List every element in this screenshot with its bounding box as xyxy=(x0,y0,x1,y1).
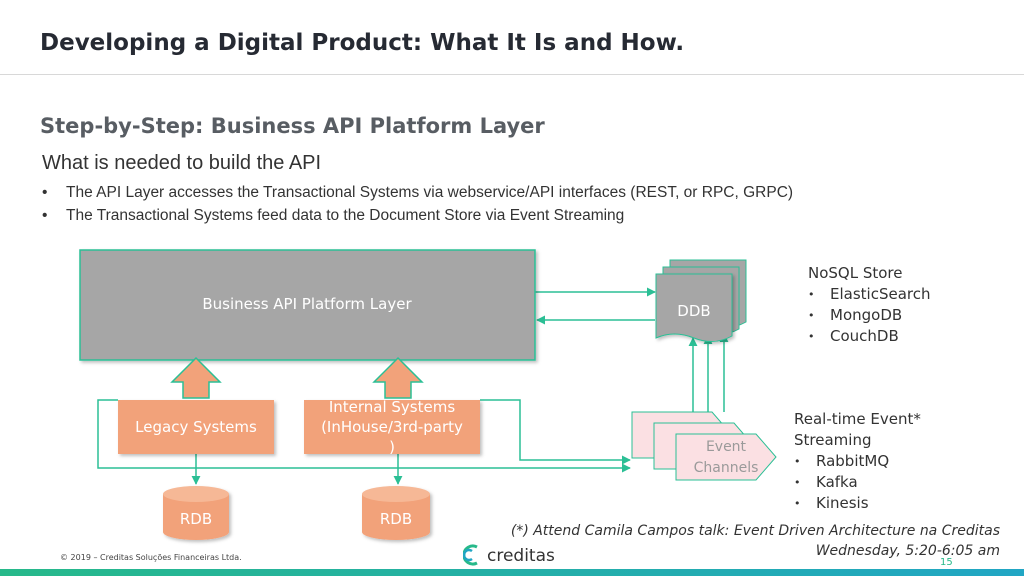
bullet-icon: • xyxy=(794,497,801,510)
list-item: • ElasticSearch xyxy=(808,284,930,305)
internal-to-events-line xyxy=(480,399,631,465)
event-channels-stack xyxy=(631,411,777,481)
page-number: 15 xyxy=(940,557,953,568)
internal-systems-label-line1: Internal Systems xyxy=(329,398,456,416)
nosql-store-list: NoSQL Store • ElasticSearch • MongoDB • Cou… xyxy=(808,263,930,347)
creditas-logo: creditas xyxy=(463,544,555,566)
platform-layer-box xyxy=(79,249,536,361)
list-item-text: MongoDB xyxy=(830,306,903,324)
footer-gradient-bar xyxy=(0,569,1024,576)
internal-up-block-arrow xyxy=(372,356,424,399)
legacy-systems-label: Legacy Systems xyxy=(135,418,257,436)
list-item-text: Kafka xyxy=(816,473,858,491)
platform-layer-label: Business API Platform Layer xyxy=(202,295,412,313)
list-item: • Kafka xyxy=(794,472,921,493)
copyright-text: © 2019 – Creditas Soluções Financeiras L… xyxy=(60,553,242,562)
list-item-text: RabbitMQ xyxy=(816,452,890,470)
bullet-icon: • xyxy=(42,184,48,201)
internal-systems-box xyxy=(304,400,480,454)
talk-note-line1: (*) Attend Camila Campos talk: Event Dri… xyxy=(510,523,1000,539)
streaming-list: Real-time Event* Streaming • RabbitMQ • Ka… xyxy=(794,409,921,514)
list-item: • Kinesis xyxy=(794,493,921,514)
logo-mark-icon xyxy=(463,544,478,566)
logo-text: creditas xyxy=(487,546,555,566)
rdb-right-label: RDB xyxy=(380,510,412,528)
ddb-label: DDB xyxy=(677,302,710,320)
nosql-store-title: NoSQL Store xyxy=(808,264,903,282)
list-item-text: Kinesis xyxy=(816,494,869,512)
list-item: • CouchDB xyxy=(808,326,930,347)
intro-bullet-text: The Transactional Systems feed data to t… xyxy=(66,207,625,224)
intro-heading: What is needed to build the API xyxy=(42,152,322,174)
bullet-icon: • xyxy=(42,207,48,224)
internal-systems-label-line2: (InHouse/3rd-party xyxy=(321,418,463,436)
header-divider xyxy=(0,74,1024,75)
legacy-to-events-line xyxy=(97,399,631,473)
event-channels-label-line1: Event xyxy=(706,439,747,455)
bullet-icon: • xyxy=(808,288,815,301)
list-item-text: ElasticSearch xyxy=(830,285,931,303)
talk-note-line2: Wednesday, 5:20-6:05 am xyxy=(815,543,1000,559)
intro-bullet: • The API Layer accesses the Transactiona… xyxy=(42,184,793,202)
rdb-left-cylinder xyxy=(163,486,229,540)
bullet-icon: • xyxy=(794,455,801,468)
list-item: • RabbitMQ xyxy=(794,451,921,472)
intro-bullet: • The Transactional Systems feed data to … xyxy=(42,207,624,225)
connectors xyxy=(97,287,729,485)
rdb-left-label: RDB xyxy=(180,510,212,528)
list-item-text: CouchDB xyxy=(830,327,899,345)
streaming-title-line2: Streaming xyxy=(794,431,872,449)
ddb-document-stack xyxy=(655,259,747,342)
legacy-up-block-arrow xyxy=(170,356,222,399)
slide-subtitle: Step-by-Step: Business API Platform Laye… xyxy=(40,114,545,138)
bullet-icon: • xyxy=(808,309,815,322)
rdb-right-cylinder xyxy=(362,486,430,540)
talk-note: (*) Attend Camila Campos talk: Event Dri… xyxy=(470,521,1000,561)
bullet-icon: • xyxy=(794,476,801,489)
event-channels-label-line2: Channels xyxy=(694,460,759,476)
streaming-title-line1: Real-time Event* xyxy=(794,410,921,428)
legacy-systems-box xyxy=(118,400,274,454)
internal-systems-label-line3: ) xyxy=(389,438,395,456)
page-title: Developing a Digital Product: What It Is… xyxy=(40,30,685,56)
intro-bullet-text: The API Layer accesses the Transactional… xyxy=(66,184,794,201)
list-item: • MongoDB xyxy=(808,305,930,326)
bullet-icon: • xyxy=(808,330,815,343)
